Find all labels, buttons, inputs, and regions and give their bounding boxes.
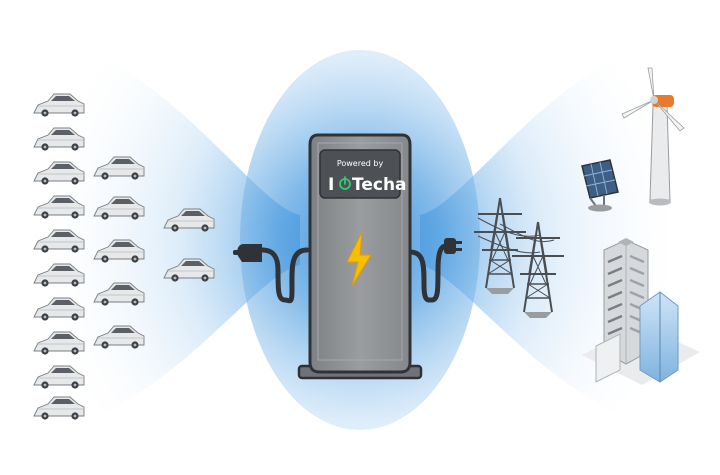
- power-button-icon: [339, 176, 351, 190]
- wind-turbine-icon: [621, 67, 685, 206]
- office-building-icon: [582, 238, 700, 385]
- brand-name: Techa: [352, 175, 407, 195]
- lightning-bolt-icon: [346, 231, 372, 287]
- powered-by-badge: Powered by I Techa: [319, 149, 407, 199]
- ev-connector-icon: [233, 244, 310, 304]
- power-grid: [473, 197, 565, 319]
- power-plug-icon: [407, 238, 462, 303]
- solar-panel-icon: [581, 159, 619, 212]
- brand-prefix: I: [328, 175, 334, 195]
- powered-by-text: Powered by: [337, 159, 384, 168]
